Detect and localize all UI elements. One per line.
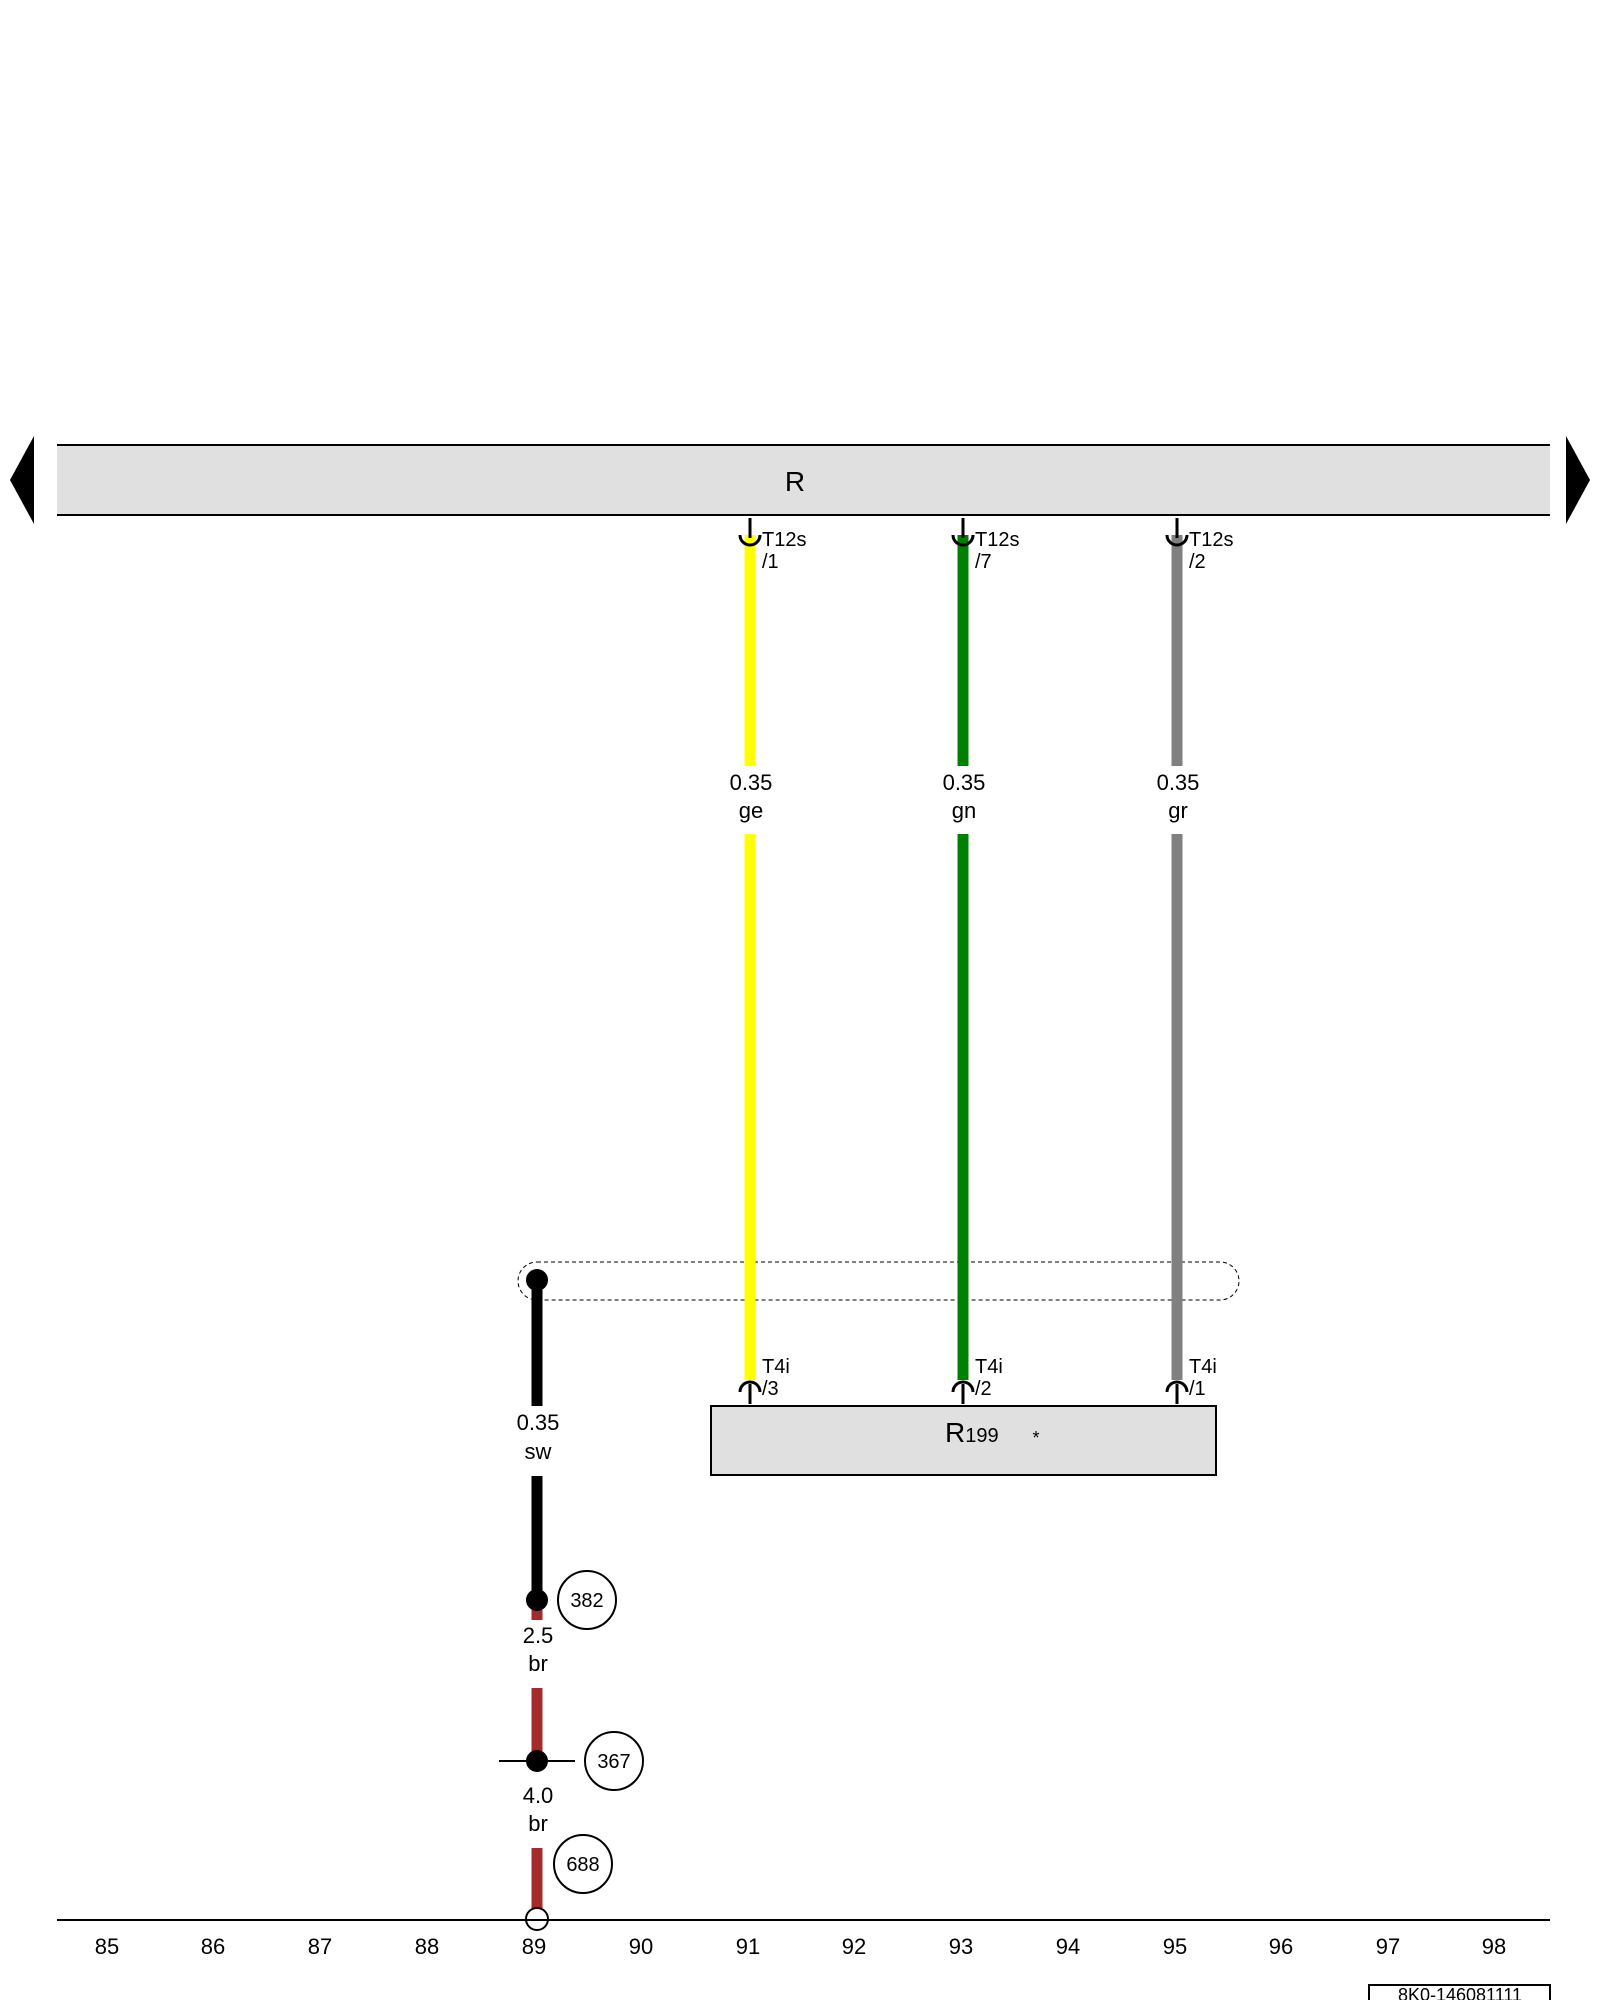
grid-number: 95 [1163,1934,1187,1959]
reference-688[interactable]: 688 [553,1834,613,1894]
grid-number: 92 [842,1934,866,1959]
reference-367[interactable]: 367 [584,1731,644,1791]
grid-number: 86 [201,1934,225,1959]
wire-green-gauge: 0.35 [943,770,986,795]
document-id: 8K0-146081111 [1398,1985,1522,2000]
component-bar-r: R [57,444,1550,516]
reference-382-label: 382 [570,1590,603,1612]
wire-grey-top-connector: T12s [1189,529,1233,551]
wire-green-color-code: gn [952,798,976,823]
grid-numbers: 85 86 87 88 89 90 91 92 93 94 95 96 97 9… [95,1934,1506,1959]
ground-path: 0.35 sw 2.5 br 4.0 br [499,1269,575,1931]
wire-grey-bottom-pin: /1 [1189,1378,1206,1400]
grid-number: 94 [1056,1934,1080,1959]
component-bar-label: R [785,466,805,497]
ground-segment-2-gauge: 2.5 [523,1623,554,1648]
document-id-box: 8K0-146081111 [1368,1984,1551,2000]
wire-yellow-top-connector: T12s [762,529,806,551]
wire-yellow-gauge: 0.35 [730,770,773,795]
wire-grey: 0.35 gr T12s /2 T4i /1 [1157,518,1233,1404]
wire-yellow-color-code: ge [739,798,763,823]
grid-number: 89 [522,1934,546,1959]
grid-number: 97 [1376,1934,1400,1959]
wire-green-top-pin: /7 [975,551,992,573]
grid-number: 93 [949,1934,973,1959]
ground-segment-2-color-code: br [528,1651,548,1676]
wire-grey-color-code: gr [1168,798,1188,823]
ground-segment-1-gauge: 0.35 [517,1410,560,1435]
wire-grey-gauge: 0.35 [1157,770,1200,795]
grid-number: 85 [95,1934,119,1959]
wire-yellow-bottom-pin: /3 [762,1378,779,1400]
grid-number: 98 [1482,1934,1506,1959]
wire-green: 0.35 gn T12s /7 T4i /2 [943,518,1019,1404]
component-box-note: * [1032,1428,1039,1448]
component-box-r199: R199 * [710,1405,1217,1476]
wire-yellow-top-pin: /1 [762,551,779,573]
reference-382[interactable]: 382 [557,1570,617,1630]
wire-shield [517,1261,1240,1301]
grid-number: 87 [308,1934,332,1959]
wire-grey-bottom-connector: T4i [1189,1356,1217,1378]
grid-number: 96 [1269,1934,1293,1959]
wire-green-bottom-connector: T4i [975,1356,1003,1378]
reference-367-label: 367 [597,1751,630,1773]
reference-688-label: 688 [566,1854,599,1876]
wire-green-bottom-pin: /2 [975,1378,992,1400]
wire-yellow-bottom-connector: T4i [762,1356,790,1378]
wire-green-top-connector: T12s [975,529,1019,551]
grid-number: 91 [736,1934,760,1959]
next-page-arrow-icon[interactable] [1566,436,1590,524]
ground-segment-3-color-code: br [528,1811,548,1836]
wire-grey-top-pin: /2 [1189,551,1206,573]
grid-number: 90 [629,1934,653,1959]
wire-yellow: 0.35 ge T12s /1 T4i /3 [730,518,806,1404]
ground-segment-1-color-code: sw [525,1439,552,1464]
prev-page-arrow-icon[interactable] [10,436,34,524]
component-box-label: R199 [945,1417,999,1448]
grid-number: 88 [415,1934,439,1959]
ground-segment-3-gauge: 4.0 [523,1783,554,1808]
